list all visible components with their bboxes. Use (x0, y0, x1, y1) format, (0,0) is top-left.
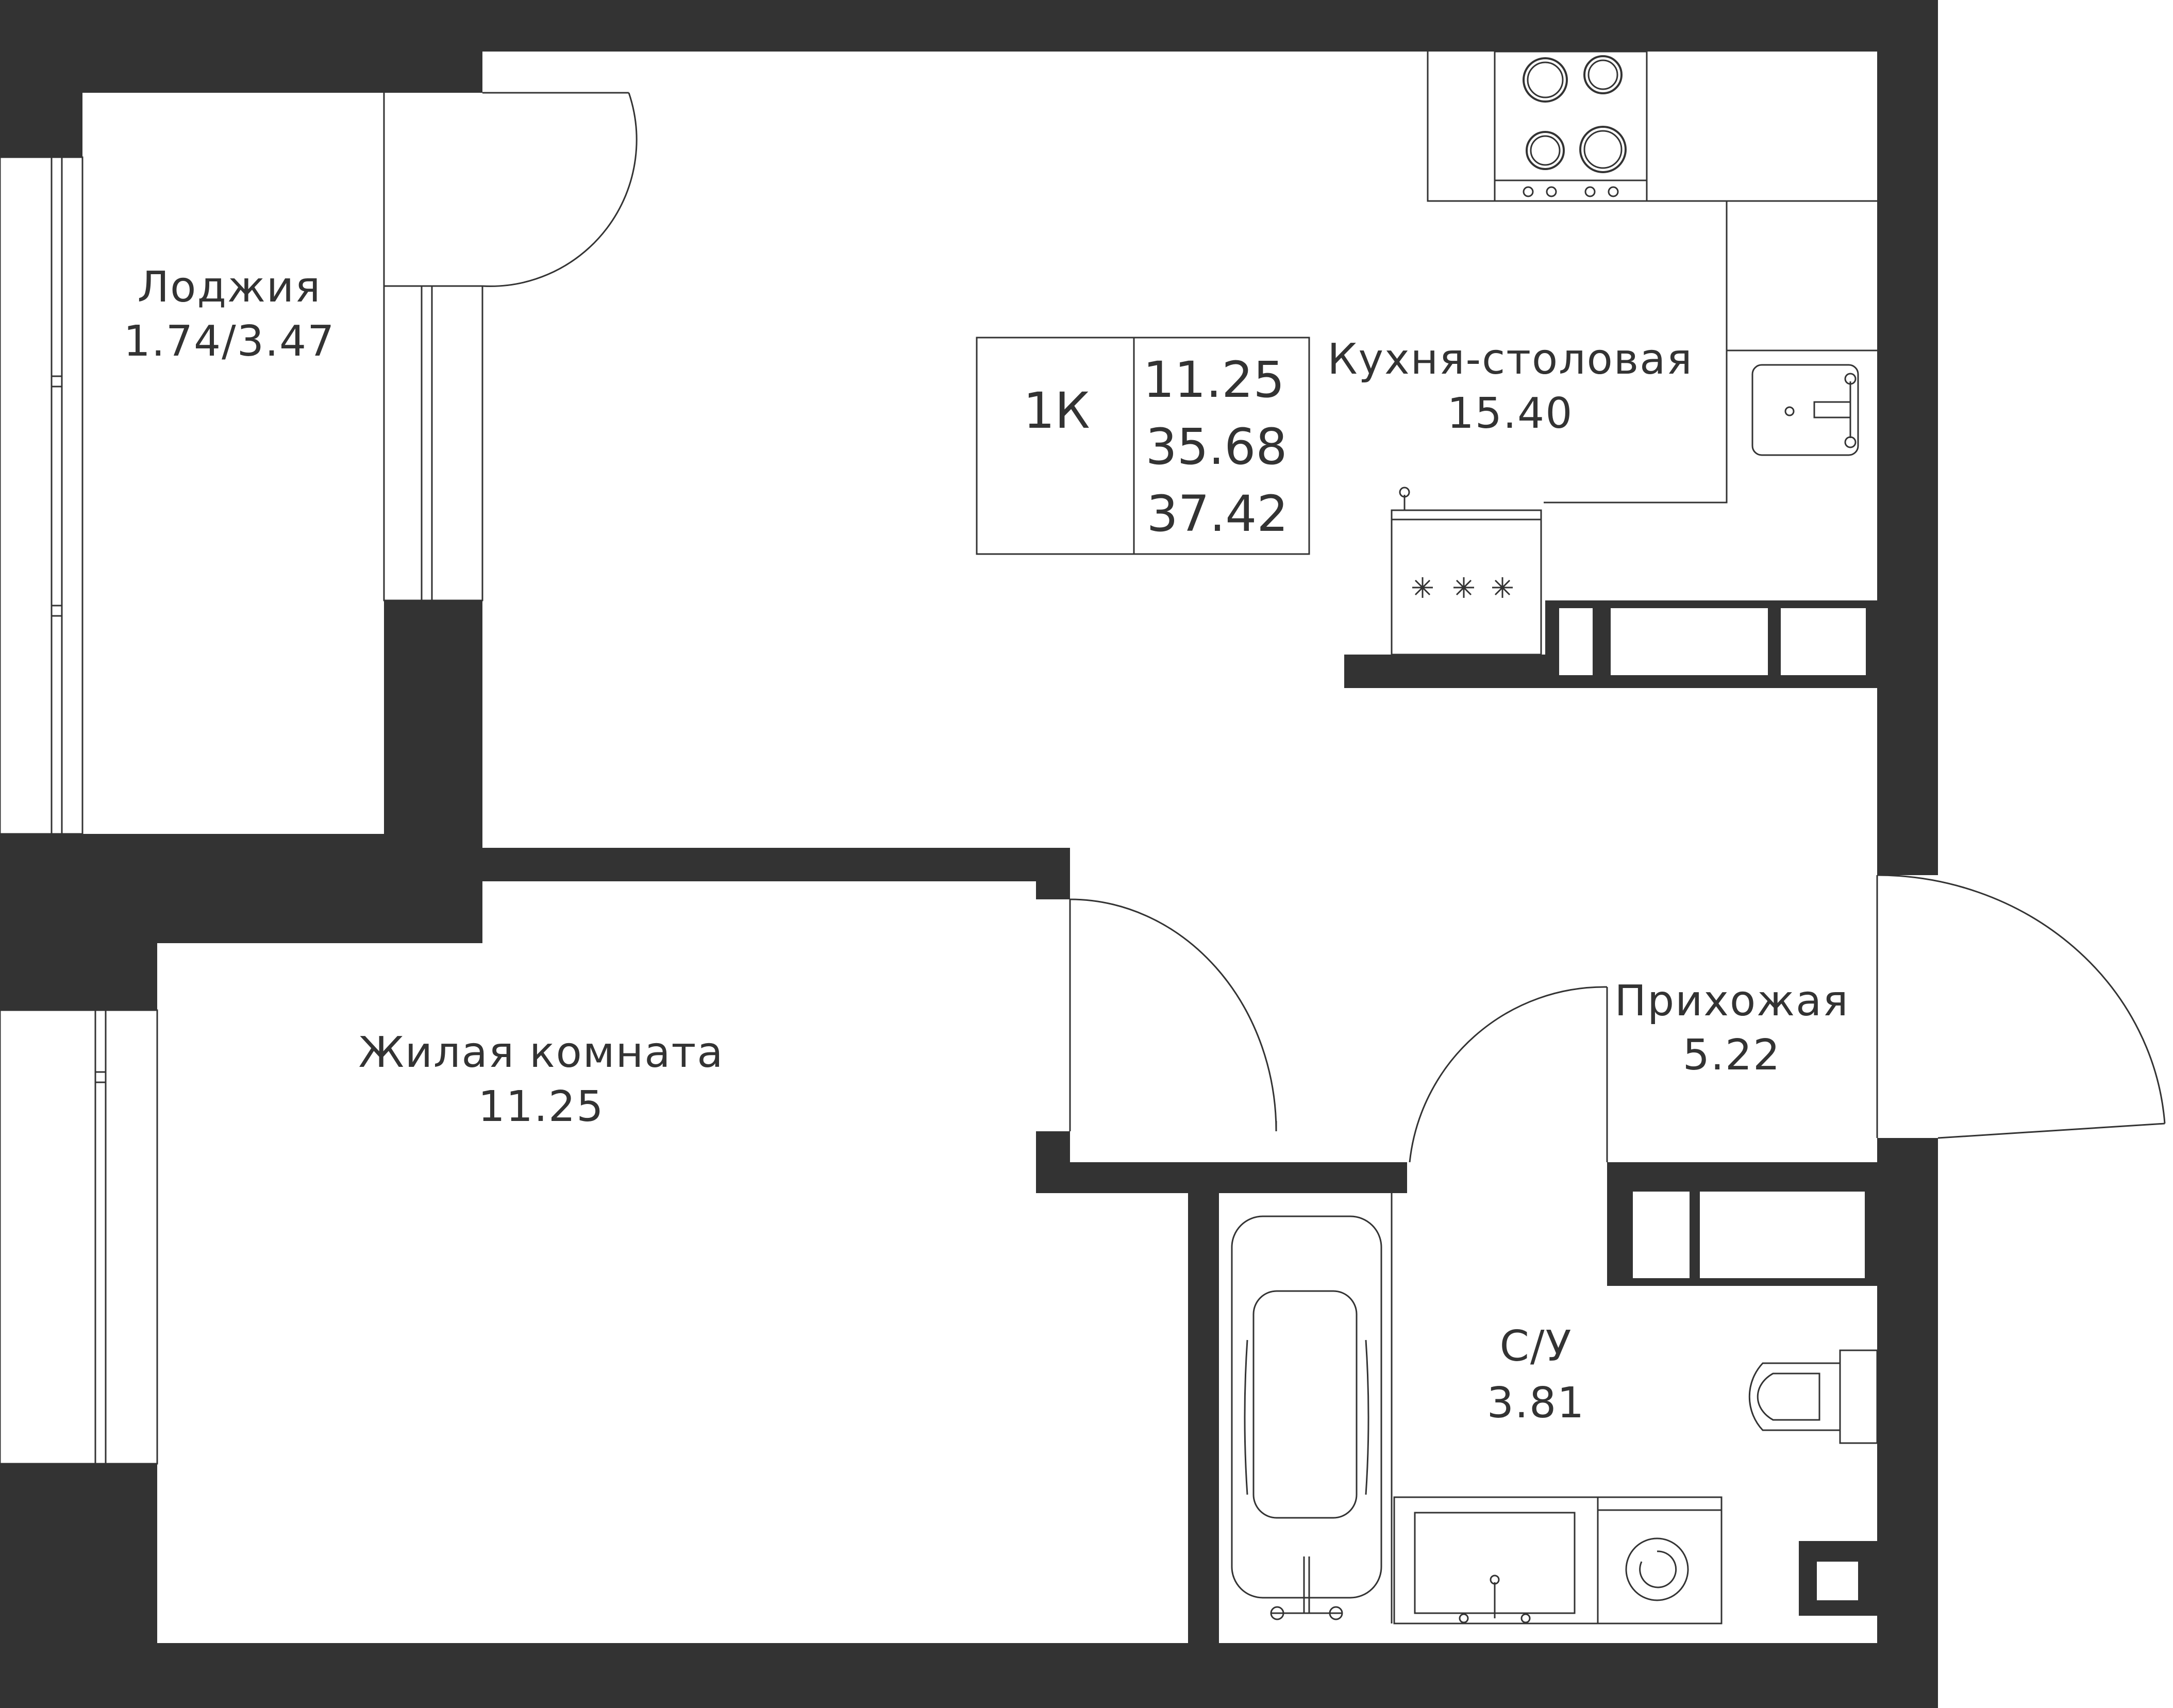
summary-total-area: 35.68 (1146, 418, 1288, 476)
wall-bath-stub (1361, 1162, 1407, 1193)
bathtub-icon (1231, 1193, 1393, 1623)
summary-total-with-loggia: 37.42 (1147, 485, 1289, 543)
wall-partition-top (482, 848, 1070, 881)
wall-loggia-top-inner (82, 52, 482, 93)
summary-living-area: 11.25 (1143, 351, 1285, 409)
room-area-living: 11.25 (478, 1082, 605, 1131)
room-name-hall: Прихожая (1614, 977, 1849, 1026)
doors (383, 92, 2166, 1163)
walls (0, 0, 1938, 1708)
washbasin-icon (1393, 1496, 1599, 1625)
room-name-bath: С/У (1500, 1322, 1573, 1371)
wall-right-upper (1877, 0, 1938, 875)
wall-loggia-pillar (384, 600, 482, 943)
wall-right-lower (1877, 1138, 1938, 1708)
wall-partition-stub (1036, 848, 1070, 899)
wall-top (0, 0, 1938, 52)
windows (0, 156, 483, 1465)
bathroom-fixtures (1231, 1193, 1878, 1625)
shafts (1559, 608, 1877, 1616)
room-name-living: Жилая комната (358, 1028, 724, 1077)
summary-box: 1К 11.25 35.68 37.42 (976, 337, 1310, 555)
room-area-bath: 3.81 (1487, 1379, 1585, 1428)
wall-left-lower (0, 1464, 157, 1708)
wall-bottom (0, 1643, 1938, 1708)
wall-left-mid2 (0, 943, 157, 1010)
wall-corridor-bottom (1036, 1162, 1407, 1193)
apartment-type: 1К (1023, 382, 1090, 440)
room-area-kitchen: 15.40 (1447, 389, 1574, 438)
room-name-loggia: Лоджия (137, 263, 321, 312)
room-labels: Лоджия 1.74/3.47 Кухня-столовая 15.40 Жи… (124, 263, 1849, 1428)
wall-bath-left (1188, 1162, 1219, 1678)
room-name-kitchen: Кухня-столовая (1327, 335, 1693, 384)
room-area-hall: 5.22 (1683, 1031, 1781, 1080)
wall-loggia-top (0, 0, 82, 157)
stove-icon (1494, 51, 1648, 202)
toilet-icon (1748, 1349, 1878, 1444)
kitchen-fixtures (1391, 51, 1877, 656)
room-area-loggia: 1.74/3.47 (124, 317, 336, 366)
washing-machine-icon (1597, 1496, 1723, 1625)
kitchen-sink-icon (1751, 364, 1859, 456)
fridge-icon (1391, 487, 1542, 656)
